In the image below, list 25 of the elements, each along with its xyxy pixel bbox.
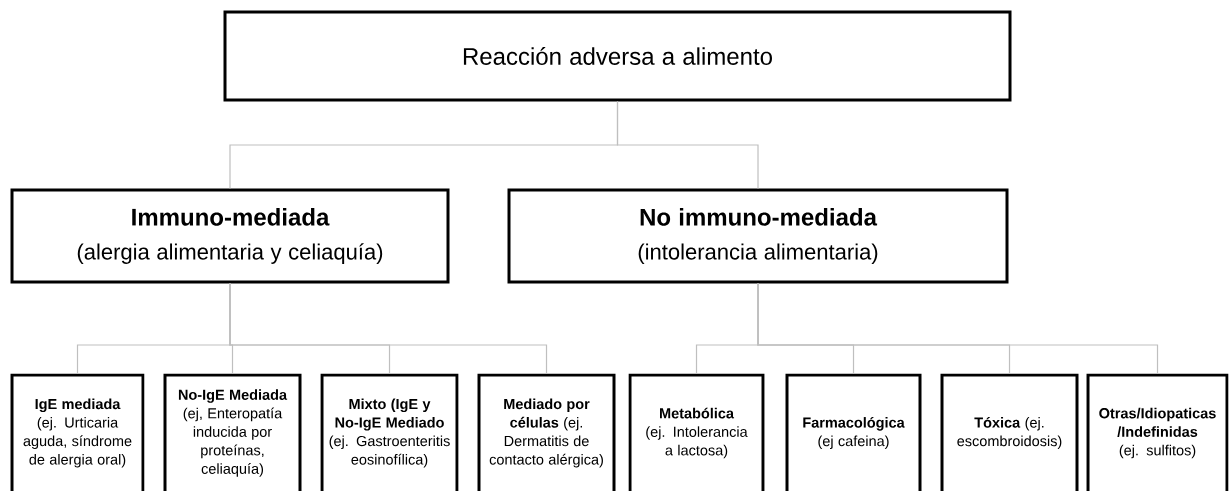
subtype-text: Metabólica (ej. Intolerancia a lactosa) bbox=[646, 407, 748, 459]
subtype-text: Mixto (IgE y No-IgE Mediado (ej. Gastroenteritis eosinofílica) bbox=[329, 398, 450, 468]
subtype-text: Otras/Idiopaticas /Indefinidas (ej. sulfitos) bbox=[1099, 407, 1216, 459]
subtype-text: Mediado por células (ej. Dermatitis de contacto alérgica) bbox=[489, 398, 603, 468]
category-text: No immuno-mediada (intolerancia alimentaria) bbox=[638, 208, 878, 264]
subtype-text: IgE mediada (ej. Urticaria aguda, síndrome de alergia oral) bbox=[23, 398, 132, 468]
subtype-text: Tóxica (ej. escombroidosis) bbox=[957, 416, 1062, 450]
connector-line bbox=[757, 282, 1159, 375]
connector-line bbox=[229, 282, 548, 375]
root-box bbox=[223, 10, 1012, 102]
subtype-box bbox=[477, 373, 616, 491]
subtype-text: Farmacológica (ej cafeina) bbox=[803, 416, 905, 450]
root-text: Reacción adversa a alimento bbox=[463, 47, 772, 65]
subtype-box bbox=[785, 373, 922, 491]
category-text: Immuno-mediada (alergia alimentaria y celiaquía) bbox=[77, 208, 383, 264]
subtype-box bbox=[940, 373, 1079, 491]
subtype-box bbox=[163, 373, 302, 491]
connector-line bbox=[616, 100, 759, 190]
subtype-box bbox=[320, 373, 459, 491]
subtype-box bbox=[628, 373, 765, 491]
subtype-text: No-IgE Mediada (ej, Enteropatía inducida por proteínas, celiaquía) bbox=[178, 389, 288, 477]
subtype-box bbox=[1086, 373, 1229, 491]
subtype-box bbox=[10, 373, 145, 491]
category-box bbox=[507, 188, 1009, 284]
category-box bbox=[10, 188, 450, 284]
